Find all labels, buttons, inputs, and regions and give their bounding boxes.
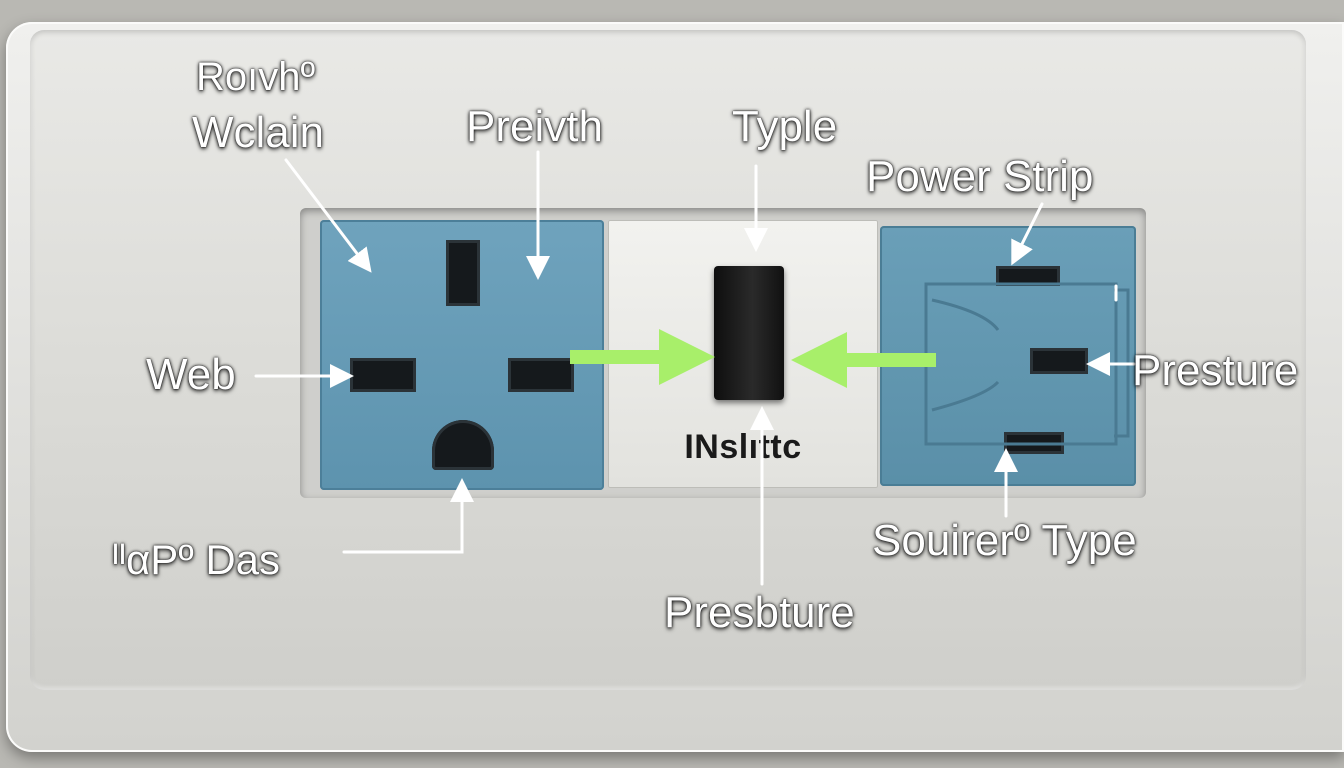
right-outlet-top-slot [996, 266, 1060, 286]
label-web: Web [146, 350, 236, 399]
label-presbture: Presbture [664, 588, 855, 637]
left-outlet-left-slot [350, 358, 416, 392]
left-outlet-top-slot [446, 240, 480, 306]
label-wclain: Wclain [192, 108, 325, 157]
label-typle: Typle [732, 102, 838, 151]
label-preivth: Preivth [466, 102, 603, 151]
arrow-wclain [284, 158, 372, 273]
left-outlet-ground-hole [432, 420, 494, 470]
rocker-switch [714, 266, 784, 400]
right-outlet-middle-slot [1030, 348, 1088, 374]
arrow-das [342, 478, 474, 554]
arrow-power-strip [1011, 202, 1044, 266]
left-outlet-right-slot [508, 358, 574, 392]
label-roivh: Roıvhº [196, 55, 316, 99]
switch-label: INslıttc [684, 428, 802, 466]
label-sourcer-type: Souirerº Type [872, 516, 1137, 565]
label-presture: Presture [1132, 346, 1299, 395]
label-power-strip: Power Strip [866, 152, 1094, 201]
label-das: ᴵᴵαPº Das [112, 536, 281, 583]
